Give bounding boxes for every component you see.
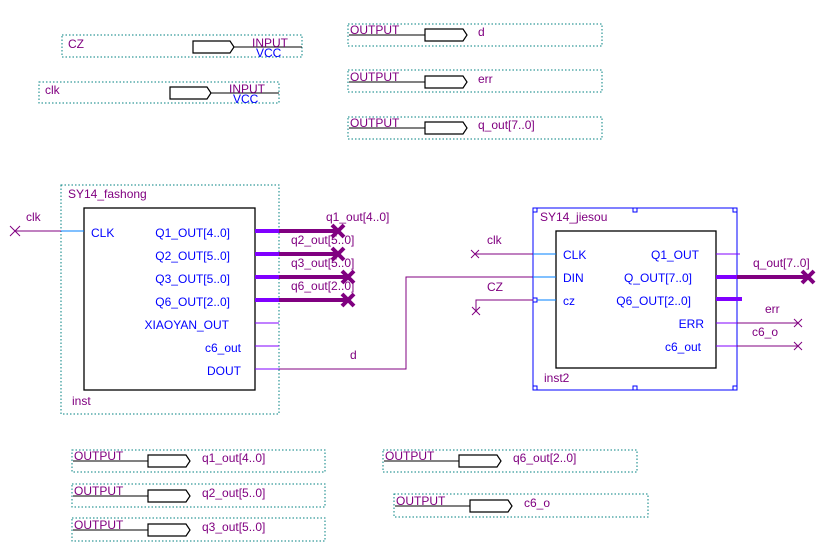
output-pin-c6-o[interactable]: OUTPUT c6_o (393, 493, 649, 518)
unconnected-x-icon (330, 223, 346, 239)
pin-name: q_out[7..0] (478, 118, 535, 132)
input-pin-cz[interactable]: CZ INPUT VCC (61, 34, 303, 60)
port-clk: CLK (563, 248, 586, 262)
port-c6-out: c6_out (205, 341, 242, 355)
input-pin-clk[interactable]: clk INPUT VCC (38, 81, 280, 106)
unconnected-x-icon (793, 341, 803, 351)
unconnected-x-icon (330, 246, 346, 262)
port-q6-out: Q6_OUT[2..0] (155, 295, 230, 309)
pin-default: VCC (256, 46, 282, 60)
port-q2-out: Q2_OUT[5..0] (155, 249, 230, 263)
pin-type: OUTPUT (396, 494, 446, 508)
port-c6-out: c6_out (665, 340, 702, 354)
output-pin-q2-out[interactable]: OUTPUT q2_out[5..0] (71, 483, 326, 508)
unconnected-x-icon (470, 249, 480, 259)
pin-type: OUTPUT (74, 518, 124, 532)
pin-type: INPUT (229, 82, 266, 96)
port-clk: CLK (91, 226, 114, 240)
output-pin-q6-out[interactable]: OUTPUT q6_out[2..0] (382, 449, 638, 473)
pin-type: OUTPUT (350, 23, 400, 37)
pin-name: q6_out[2..0] (513, 451, 576, 465)
output-pin-q-out[interactable]: OUTPUT q_out[7..0] (347, 116, 603, 140)
block-sy14-jiesou[interactable]: SY14_jiesou inst2 CLK DIN cz Q1_OUT Q_OU… (532, 207, 738, 391)
unconnected-x-icon (340, 269, 356, 285)
pin-type: OUTPUT (74, 449, 124, 463)
block-sy14-fashong[interactable]: SY14_fashong inst CLK Q1_OUT[4..0] Q2_OU… (60, 184, 280, 415)
net-label: CZ (487, 280, 503, 294)
port-cz: cz (563, 294, 575, 308)
net-label: err (765, 302, 780, 316)
unconnected-x-icon (340, 292, 356, 308)
port-din: DIN (563, 271, 584, 285)
output-pin-q3-out[interactable]: OUTPUT q3_out[5..0] (71, 517, 326, 542)
net-label: q3_out[5..0] (291, 256, 354, 270)
block-title: SY14_fashong (68, 187, 147, 201)
wires-block2: clk CZ q_out[7..0] err c6_o (470, 233, 816, 351)
port-q-out: Q_OUT[7..0] (624, 271, 692, 285)
pin-name: CZ (68, 37, 84, 51)
wires-block1: clk q1_out[4..0] q2_out[5..0] q3_out[5..… (9, 210, 533, 370)
port-q1-out: Q1_OUT[4..0] (155, 226, 230, 240)
net-label: clk (26, 210, 42, 224)
net-label: d (350, 348, 357, 362)
net-label: q_out[7..0] (753, 256, 810, 270)
output-pin-d[interactable]: OUTPUT d (347, 23, 603, 47)
port-err: ERR (679, 317, 705, 331)
pin-name: err (478, 72, 493, 86)
port-q6-out: Q6_OUT[2..0] (616, 294, 691, 308)
port-xiaoyan-out: XIAOYAN_OUT (145, 318, 230, 332)
pin-type: OUTPUT (74, 484, 124, 498)
output-pin-q1-out[interactable]: OUTPUT q1_out[4..0] (71, 449, 326, 473)
net-label: q1_out[4..0] (326, 210, 389, 224)
pin-type: OUTPUT (385, 449, 435, 463)
block-title: SY14_jiesou (540, 210, 607, 224)
port-dout: DOUT (207, 364, 242, 378)
net-label: c6_o (752, 325, 778, 339)
net-label: clk (487, 233, 503, 247)
pin-type: OUTPUT (350, 116, 400, 130)
unconnected-x-icon (800, 269, 816, 285)
net-label: q2_out[5..0] (291, 233, 354, 247)
unconnected-x-icon (793, 318, 803, 328)
net-label: q6_out[2..0] (291, 279, 354, 293)
port-q3-out: Q3_OUT[5..0] (155, 272, 230, 286)
pin-name: d (478, 25, 485, 39)
block-instance: inst2 (544, 371, 570, 385)
pin-name: clk (45, 83, 61, 97)
pin-name: q2_out[5..0] (202, 486, 265, 500)
pin-name: q3_out[5..0] (202, 520, 265, 534)
pin-default: VCC (233, 92, 259, 106)
block-instance: inst (72, 394, 91, 408)
pin-type: INPUT (252, 36, 289, 50)
pin-name: q1_out[4..0] (202, 451, 265, 465)
output-pin-err[interactable]: OUTPUT err (347, 69, 603, 93)
unconnected-x-icon (471, 306, 481, 316)
port-q1-out: Q1_OUT (651, 248, 700, 262)
pin-name: c6_o (524, 496, 550, 510)
pin-type: OUTPUT (350, 70, 400, 84)
